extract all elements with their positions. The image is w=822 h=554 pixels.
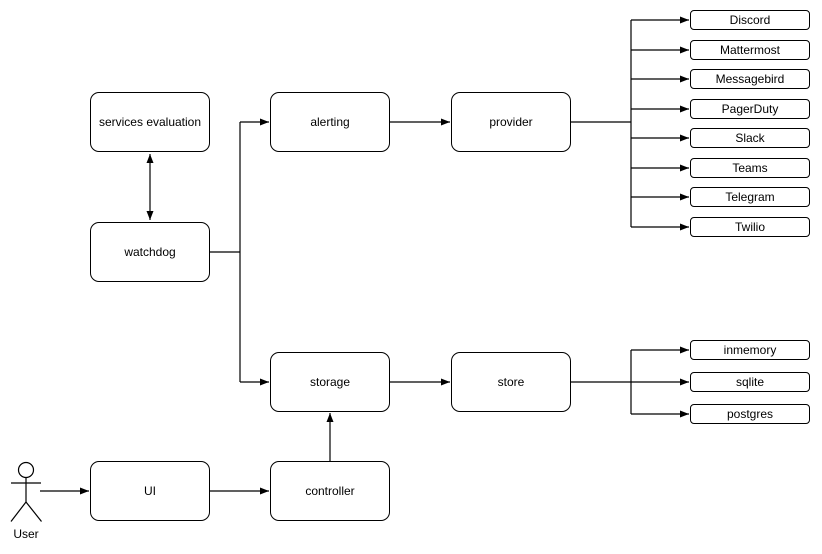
node-storage-label: storage bbox=[309, 375, 351, 389]
provider-item-telegram: Telegram bbox=[690, 187, 810, 207]
provider-item-telegram-label: Telegram bbox=[725, 189, 775, 204]
node-services-evaluation-label: services evaluation bbox=[98, 115, 202, 129]
node-ui-label: UI bbox=[144, 484, 156, 498]
store-item-postgres: postgres bbox=[690, 404, 810, 424]
node-controller-label: controller bbox=[305, 484, 355, 498]
node-alerting: alerting bbox=[270, 92, 390, 152]
node-provider: provider bbox=[451, 92, 571, 152]
provider-item-pagerduty-label: PagerDuty bbox=[721, 101, 779, 116]
edge-watchdog-trunk bbox=[210, 122, 241, 382]
provider-item-pagerduty: PagerDuty bbox=[690, 99, 810, 119]
store-item-inmemory: inmemory bbox=[690, 340, 810, 360]
node-services-evaluation: services evaluation bbox=[90, 92, 210, 152]
node-alerting-label: alerting bbox=[310, 115, 350, 129]
provider-item-teams-label: Teams bbox=[732, 160, 768, 175]
node-watchdog: watchdog bbox=[90, 222, 210, 282]
edge-store-trunk bbox=[571, 350, 632, 414]
user-actor-label: User bbox=[13, 527, 39, 541]
provider-item-teams: Teams bbox=[690, 158, 810, 178]
store-item-postgres-label: postgres bbox=[726, 406, 774, 421]
provider-item-slack-label: Slack bbox=[735, 130, 765, 145]
node-store: store bbox=[451, 352, 571, 412]
node-storage: storage bbox=[270, 352, 390, 412]
provider-item-mattermost: Mattermost bbox=[690, 40, 810, 60]
store-item-sqlite-label: sqlite bbox=[735, 374, 764, 389]
node-controller: controller bbox=[270, 461, 390, 521]
provider-item-discord-label: Discord bbox=[729, 12, 771, 27]
provider-item-messagebird-label: Messagebird bbox=[715, 71, 785, 86]
provider-item-mattermost-label: Mattermost bbox=[719, 42, 780, 57]
user-actor-icon bbox=[10, 461, 42, 522]
node-provider-label: provider bbox=[489, 115, 533, 129]
provider-item-slack: Slack bbox=[690, 128, 810, 148]
node-watchdog-label: watchdog bbox=[124, 245, 176, 259]
node-store-label: store bbox=[497, 375, 525, 389]
store-item-sqlite: sqlite bbox=[690, 372, 810, 392]
edge-provider-trunk bbox=[571, 20, 632, 227]
node-ui: UI bbox=[90, 461, 210, 521]
provider-item-messagebird: Messagebird bbox=[690, 69, 810, 89]
provider-item-twilio-label: Twilio bbox=[734, 219, 765, 234]
store-item-inmemory-label: inmemory bbox=[723, 342, 777, 357]
provider-item-discord: Discord bbox=[690, 10, 810, 30]
provider-item-twilio: Twilio bbox=[690, 217, 810, 237]
